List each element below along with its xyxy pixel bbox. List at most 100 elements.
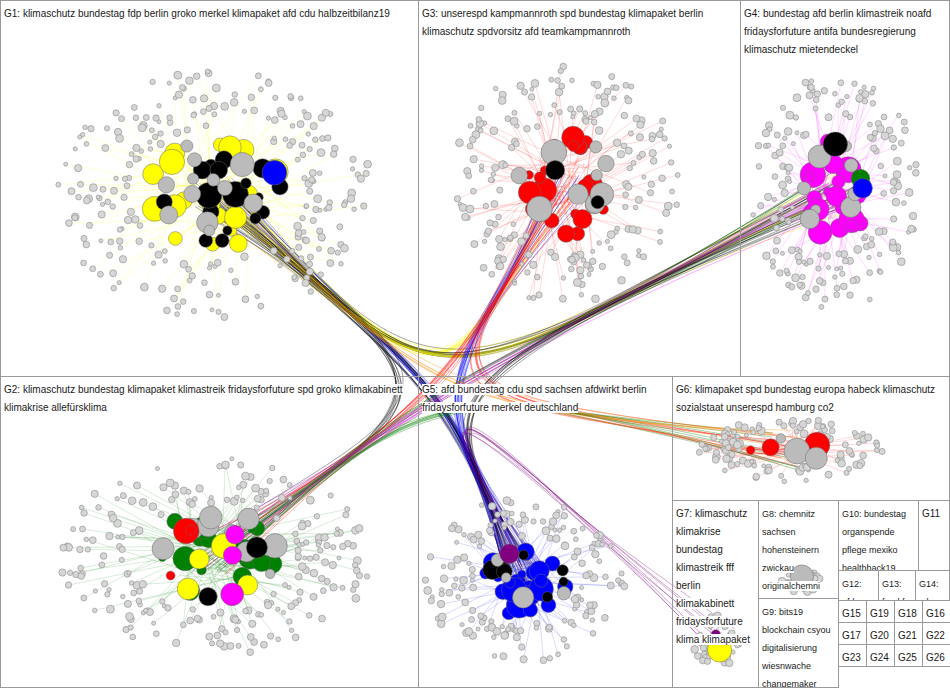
cluster-g5 [422,497,627,664]
vertex [902,127,909,134]
vertex [265,569,275,579]
vertex [232,92,238,98]
vertex [74,164,81,171]
vertex [304,204,309,209]
vertex [490,127,498,135]
vertex [534,124,540,130]
edge-bundle [224,195,842,570]
vertex [636,253,640,257]
vertex [317,171,322,176]
vertex [117,227,122,232]
edge-bundle [218,181,837,355]
vertex [313,554,319,560]
vertex [200,109,206,115]
vertex [208,499,215,506]
vertex [116,134,124,142]
edge-line [190,201,331,263]
vertex [498,97,506,105]
vertex [600,542,605,547]
vertex [821,88,827,94]
vertex [583,572,590,579]
vertex [302,176,307,181]
vertex [547,535,553,541]
vertex [251,107,258,114]
vertex [773,248,779,254]
vertex [755,142,761,148]
vertex [571,115,575,119]
vertex [241,178,252,189]
vertex [797,282,803,288]
vertex [306,261,312,267]
vertex [860,452,867,459]
vertex [893,157,901,165]
vertex [130,530,136,536]
vertex [330,151,337,158]
vertex [119,546,125,552]
vertex [871,145,878,152]
vertex [568,184,588,204]
vertex [492,164,499,171]
vertex [520,656,527,663]
vertex [728,461,735,468]
vertex [71,213,79,221]
vertex [561,525,566,530]
vertex [133,156,139,162]
vertex [509,511,514,516]
vertex [322,109,329,116]
vertex [598,155,614,171]
vertex [258,303,264,309]
vertex [108,239,114,245]
vertex [128,625,133,630]
edge-line [178,217,232,289]
edge-line [441,581,537,623]
vertex [840,283,847,290]
vertex [816,266,821,271]
vertex [487,220,493,226]
edge-line [564,162,672,207]
vertex [422,577,428,583]
vertex [229,268,234,273]
vertex [438,613,446,621]
vertex [587,602,594,609]
vertex [314,195,322,203]
vertex [81,235,87,241]
vertex [546,161,565,180]
vertex [440,588,444,592]
vertex [309,169,316,176]
vertex [353,567,360,574]
vertex [153,631,159,637]
vertex [787,220,791,224]
vertex [216,293,220,297]
vertex [122,176,127,181]
vertex [658,239,663,244]
vertex [215,234,229,248]
vertex [579,560,586,567]
vertex [186,77,194,85]
vertex [462,213,469,220]
vertex [628,131,633,136]
vertex [786,111,794,119]
vertex [780,216,785,221]
vertex [854,245,862,253]
vertex [316,543,320,547]
vertex [191,112,197,118]
vertex [623,192,629,198]
vertex [792,274,800,282]
vertex [735,422,742,429]
vertex [175,304,181,310]
vertex [808,84,814,90]
vertex [448,562,455,569]
edge-line [753,172,823,215]
vertex [763,252,771,260]
vertex [159,285,166,292]
vertex [502,526,506,530]
vertex [609,544,614,549]
vertex [605,239,609,243]
vertex [97,271,103,277]
vertex [561,504,567,510]
vertex [335,250,340,255]
vertex [453,556,461,564]
vertex [140,283,148,291]
vertex [179,85,185,91]
edge-line [533,596,567,646]
